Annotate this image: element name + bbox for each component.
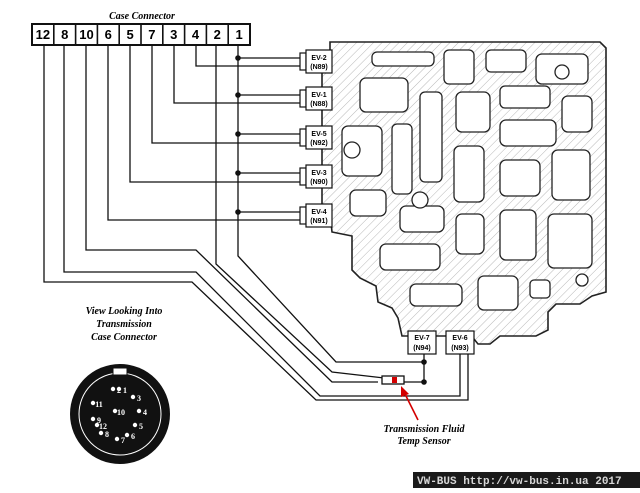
face-pin-dot [130, 394, 136, 400]
face-pin-dot [94, 422, 100, 428]
view-caption-line3: Case Connector [91, 332, 157, 343]
solenoid-code: (N92) [310, 140, 328, 147]
temp-sensor [381, 375, 405, 385]
face-pin-10: 10 [117, 408, 125, 417]
solenoid-ev-7: EV-7 (N94) [407, 330, 437, 355]
face-pin-dot [132, 422, 138, 428]
face-pin-7: 7 [121, 436, 125, 445]
face-pin-12: 12 [99, 422, 107, 431]
solenoid-label: EV-1 [311, 92, 326, 99]
watermark-text: VW-BUS http://vw-bus.in.ua 2017 [417, 476, 622, 488]
face-pin-2: 2 [117, 386, 121, 395]
face-pin-dot [114, 436, 120, 442]
connector-pin-10: 10 [79, 27, 93, 42]
face-pin-dot [90, 416, 96, 422]
connector-pin-1: 1 [235, 27, 242, 42]
sensor-caption-line2: Temp Sensor [397, 436, 450, 447]
face-pin-8: 8 [105, 430, 109, 439]
face-pin-dot [90, 400, 96, 406]
solenoid-ev-4: EV-4 (N91) [299, 203, 333, 228]
solenoid-code: (N93) [451, 345, 469, 352]
face-pin-dot [98, 430, 104, 436]
wiring [43, 45, 469, 401]
solenoid-ev-6: EV-6 (N93) [445, 330, 475, 355]
connector-pin-7: 7 [148, 27, 155, 42]
face-pin-3: 3 [137, 394, 141, 403]
solenoid-code: (N91) [310, 218, 328, 225]
solenoid-label: EV-7 [414, 335, 429, 342]
face-pin-dot [110, 386, 116, 392]
face-pin-6: 6 [131, 432, 135, 441]
face-pin-11: 11 [95, 400, 103, 409]
connector-pin-6: 6 [105, 27, 112, 42]
face-pin-dot [136, 408, 142, 414]
watermark: VW-BUS http://vw-bus.in.ua 2017 [413, 472, 640, 488]
connector-pin-3: 3 [170, 27, 177, 42]
solenoid-ev-5: EV-5 (N92) [299, 125, 333, 150]
junction-dots [235, 55, 427, 385]
face-pin-9: 9 [97, 416, 101, 425]
face-pin-5: 5 [139, 422, 143, 431]
face-pin-1: 1 [123, 386, 127, 395]
connector-title: Case Connector [109, 11, 175, 22]
solenoid-code: (N94) [413, 345, 431, 352]
solenoid-code: (N88) [310, 101, 328, 108]
solenoid-code: (N90) [310, 179, 328, 186]
sensor-caption-line1: Transmission Fluid [383, 424, 465, 435]
connector-pin-8: 8 [61, 27, 68, 42]
connector-pin-2: 2 [214, 27, 221, 42]
face-pin-dot [112, 408, 118, 414]
solenoid-label: EV-4 [311, 209, 326, 216]
connector-pin-12: 12 [36, 27, 50, 42]
solenoid-label: EV-6 [452, 335, 467, 342]
solenoid-ev-2: EV-2 (N89) [299, 49, 333, 74]
face-pin-4: 4 [143, 408, 147, 417]
solenoid-label: EV-3 [311, 170, 326, 177]
solenoid-ev-1: EV-1 (N88) [299, 86, 333, 111]
face-pin-dot [124, 432, 130, 438]
solenoid-code: (N89) [310, 64, 328, 71]
sensor-arrow [401, 386, 419, 421]
solenoid-label: EV-5 [311, 131, 326, 138]
solenoids: EV-2 (N89) EV-1 (N88) EV-5 (N92) EV-3 (N90) EV-4… [299, 49, 475, 355]
valve-body [321, 41, 607, 345]
solenoid-ev-3: EV-3 (N90) [299, 164, 333, 189]
view-caption-line2: Transmission [96, 319, 152, 330]
solenoid-label: EV-2 [311, 55, 326, 62]
view-caption-line1: View Looking Into [86, 306, 163, 317]
face-pin-dot [116, 386, 122, 392]
connector-pin-5: 5 [126, 27, 133, 42]
connector-pin-4: 4 [192, 27, 200, 42]
